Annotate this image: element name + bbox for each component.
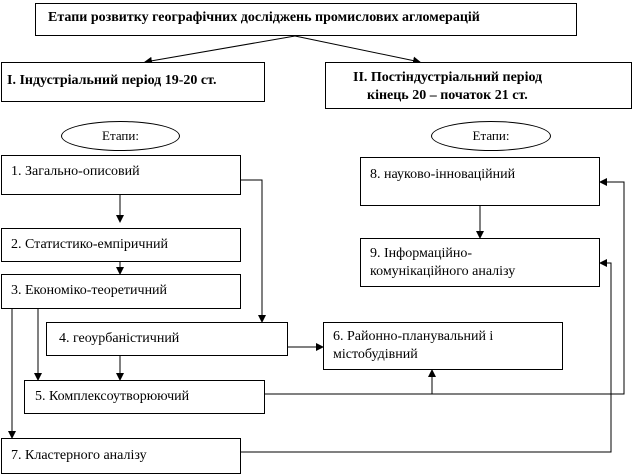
stage-2-text: 2. Статистико-емпіричний [11, 237, 168, 252]
arrow-7-to-9 [240, 259, 612, 453]
stage-6-box: 6. Районно-планувальний і містобудівний [323, 322, 563, 370]
stage-7-box: 7. Кластерного аналізу [1, 438, 241, 474]
stage-1-box: 1. Загально-описовий [1, 155, 241, 195]
stage-3-text: 3. Економіко-теоретичний [11, 283, 168, 298]
industrial-period-box: І. Індустріальний період 19-20 ст. [1, 62, 265, 102]
stages-oval-left: Етапи: [61, 121, 180, 151]
stage-7-text: 7. Кластерного аналізу [11, 448, 147, 463]
stage-4-text: 4. геоурбаністичний [59, 331, 180, 346]
stage-9-text-line2: комунікаційного аналізу [370, 264, 516, 279]
stage-6-text-line1: 6. Районно-планувальний і [333, 329, 494, 344]
arrow-title-to-industrial [144, 35, 296, 65]
stage-2-box: 2. Статистико-емпіричний [1, 228, 241, 262]
stages-oval-right: Етапи: [431, 121, 551, 151]
arrow-5-to-8 [432, 178, 625, 395]
stage-4-box: 4. геоурбаністичний [46, 322, 288, 356]
stage-3-box: 3. Економіко-теоретичний [1, 274, 241, 309]
industrial-period-text: І. Індустріальний період 19-20 ст. [7, 73, 217, 88]
title-box: Етапи розвитку географічних досліджень п… [35, 3, 577, 36]
stage-5-text: 5. Комплексоутворюючий [35, 389, 190, 404]
stages-oval-right-text: Етапи: [472, 128, 510, 143]
stages-oval-left-text: Етапи: [102, 128, 139, 143]
arrow-5-to-6 [265, 369, 436, 395]
stage-6-text-line2: містобудівний [333, 347, 418, 362]
title-text: Етапи розвитку географічних досліджень п… [48, 10, 480, 25]
postindustrial-period-line1: ІІ. Постіндустріальний період [353, 70, 543, 85]
stage-9-text-line1: 9. Інформаційно- [370, 246, 473, 261]
arrow-1-to-4 [240, 179, 266, 323]
stage-8-box: 8. науково-інноваційний [360, 157, 600, 206]
postindustrial-period-box: ІІ. Постіндустріальний період кінець 20 … [325, 62, 632, 109]
stage-9-box: 9. Інформаційно- комунікаційного аналізу [360, 238, 600, 287]
postindustrial-period-line2: кінець 20 – початок 21 ст. [367, 88, 528, 103]
stage-5-box: 5. Комплексоутворюючий [24, 380, 265, 414]
arrow-title-to-postindustrial [294, 35, 421, 65]
stage-8-text: 8. науково-інноваційний [370, 167, 516, 182]
stage-1-text: 1. Загально-описовий [11, 164, 140, 179]
